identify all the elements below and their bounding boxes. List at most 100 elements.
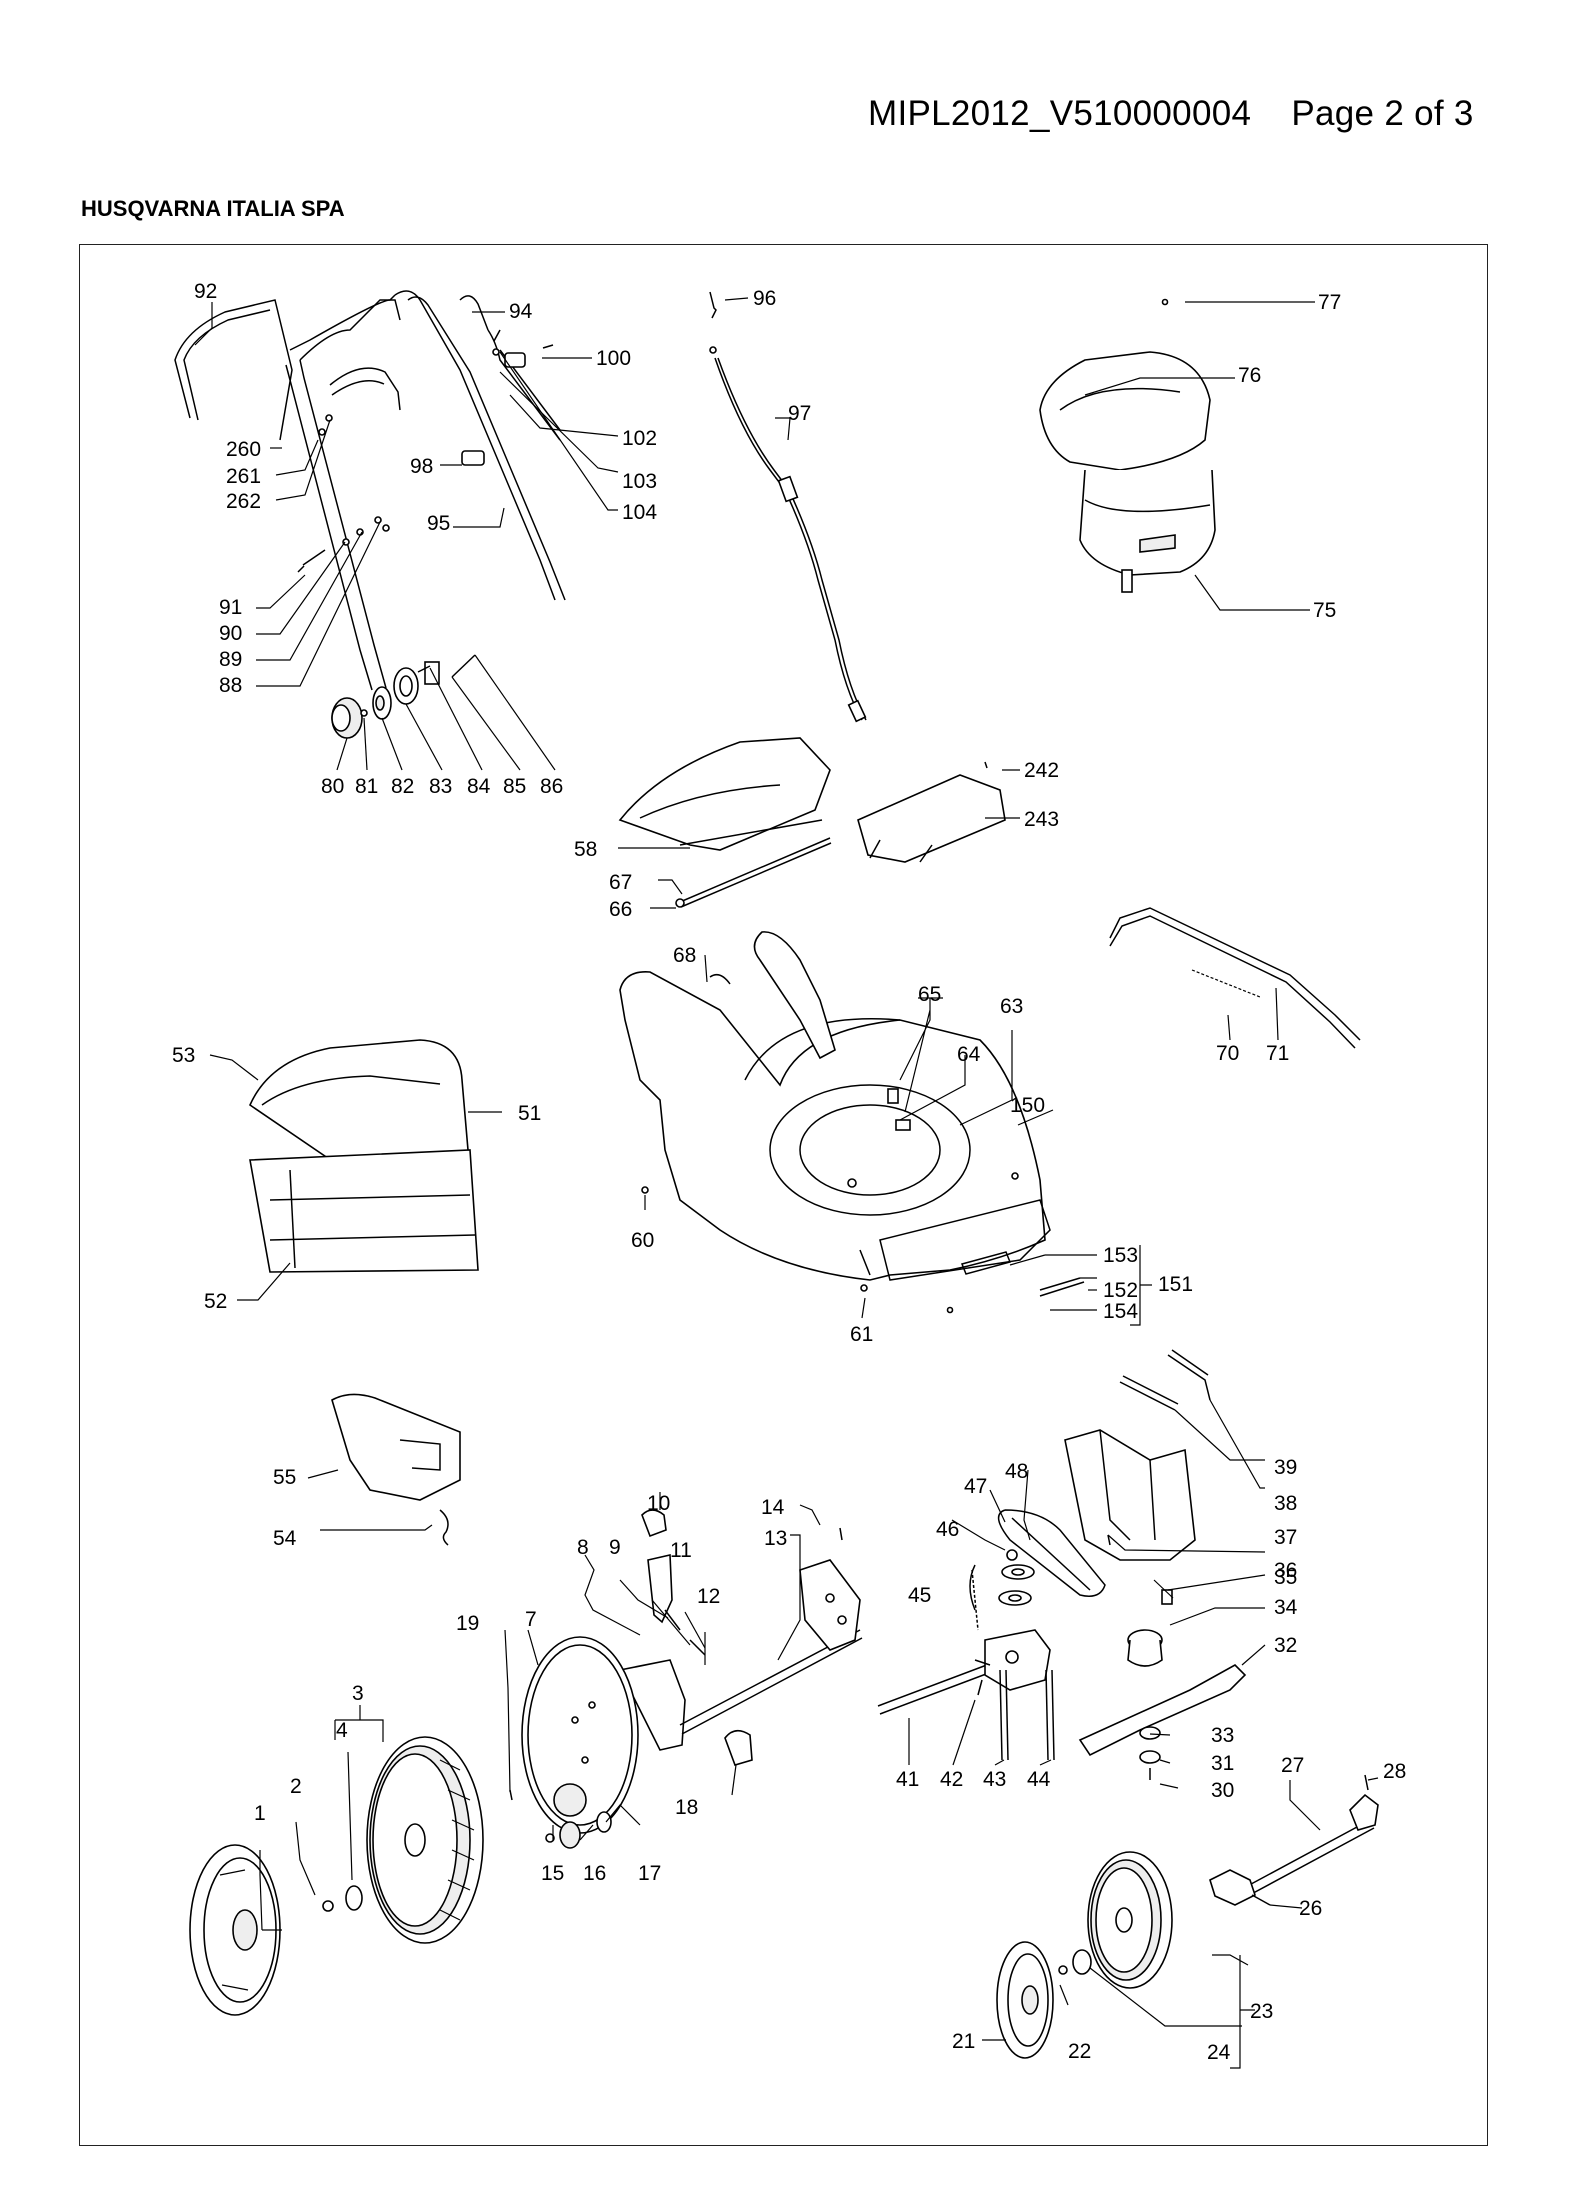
part-label-36: 36 [1274,1559,1297,1582]
part-label-152: 152 [1103,1279,1138,1302]
height-bar-drawing [709,907,1361,1049]
part-label-30: 30 [1211,1779,1234,1802]
part-label-16: 16 [583,1862,606,1885]
part-label-18: 18 [675,1796,698,1819]
part-label-41: 41 [896,1768,919,1791]
part-label-86: 86 [540,775,563,798]
part-label-65: 65 [918,983,941,1006]
part-label-46: 46 [936,1518,959,1541]
part-label-97: 97 [788,402,811,425]
part-label-37: 37 [1274,1526,1297,1549]
part-label-154: 154 [1103,1300,1138,1323]
part-label-104: 104 [622,501,657,524]
rear-axle-drawing [1209,1774,1379,1906]
part-label-89: 89 [219,648,242,671]
part-label-21: 21 [952,2030,975,2053]
part-label-71: 71 [1266,1042,1289,1065]
part-label-47: 47 [964,1475,987,1498]
part-label-76: 76 [1238,364,1261,387]
mower-deck-drawing [619,931,1085,1314]
part-label-9: 9 [609,1536,621,1559]
part-label-52: 52 [204,1290,227,1313]
part-label-92: 92 [194,280,217,303]
part-label-61: 61 [850,1323,873,1346]
part-label-23: 23 [1250,2000,1273,2023]
part-label-58: 58 [574,838,597,861]
engine-drawing [1039,298,1216,593]
part-label-90: 90 [219,622,242,645]
drive-cable-drawing [709,291,867,723]
part-label-11: 11 [670,1539,692,1562]
part-label-68: 68 [673,944,696,967]
part-label-98: 98 [410,455,433,478]
part-label-26: 26 [1299,1897,1322,1920]
part-label-150: 150 [1010,1094,1045,1117]
part-label-19: 19 [456,1612,479,1635]
document-header: MIPL2012_V510000004 Page 2 of 3 [868,94,1474,134]
company-name: HUSQVARNA ITALIA SPA [81,196,345,221]
part-label-13: 13 [764,1527,787,1550]
part-label-55: 55 [273,1466,296,1489]
part-label-88: 88 [219,674,242,697]
part-label-33: 33 [1211,1724,1234,1747]
part-label-94: 94 [509,300,533,323]
part-label-15: 15 [541,1862,564,1885]
part-label-4: 4 [336,1719,348,1742]
part-label-243: 243 [1024,808,1059,831]
part-label-42: 42 [940,1768,963,1791]
part-label-85: 85 [503,775,526,798]
part-label-67: 67 [609,871,632,894]
part-label-91: 91 [219,596,242,619]
part-label-261: 261 [226,465,261,488]
part-label-151: 151 [1158,1273,1193,1296]
part-label-43: 43 [983,1768,1006,1791]
part-label-32: 32 [1274,1634,1297,1657]
diagram-frame [79,244,1488,2146]
part-label-22: 22 [1068,2040,1091,2063]
part-label-10: 10 [647,1492,670,1515]
part-label-84: 84 [467,775,491,798]
part-label-38: 38 [1274,1492,1297,1515]
grass-bag-drawing [248,1039,479,1273]
part-label-70: 70 [1216,1042,1239,1065]
front-wheel-drawing [996,1851,1173,2059]
part-label-51: 51 [518,1102,541,1125]
leader-lines [194,297,1379,2069]
part-label-35: 35 [1274,1566,1297,1589]
gearbox-drawing [877,1509,1106,1761]
part-label-103: 103 [622,470,657,493]
height-adjuster-drawing [579,1509,863,1766]
part-label-64: 64 [957,1043,981,1066]
part-label-66: 66 [609,898,632,921]
part-number-labels: 92 94 96 77 100 97 76 260 261 262 102 98… [172,280,1406,2064]
part-label-39: 39 [1274,1456,1297,1479]
part-label-81: 81 [355,775,378,798]
handle-assembly-drawing [174,290,566,739]
page-indicator: Page 2 of 3 [1291,94,1474,133]
part-label-7: 7 [525,1608,537,1631]
part-label-82: 82 [391,775,414,798]
part-label-28: 28 [1383,1760,1406,1783]
part-label-100: 100 [596,347,631,370]
part-label-14: 14 [761,1496,785,1519]
document-ref: MIPL2012_V510000004 [868,94,1252,133]
part-label-48: 48 [1005,1460,1028,1483]
blade-assembly-drawing [1064,1349,1247,1780]
part-label-95: 95 [427,512,450,535]
part-label-24: 24 [1207,2041,1231,2064]
part-label-102: 102 [622,427,657,450]
part-label-53: 53 [172,1044,195,1067]
rear-wheel-drawing [189,1636,639,2016]
part-label-27: 27 [1281,1754,1304,1777]
part-label-83: 83 [429,775,452,798]
part-label-80: 80 [321,775,344,798]
part-label-2: 2 [290,1775,302,1798]
part-label-63: 63 [1000,995,1023,1018]
part-label-8: 8 [577,1536,589,1559]
part-label-262: 262 [226,490,261,513]
part-label-17: 17 [638,1862,661,1885]
part-label-260: 260 [226,438,261,461]
part-label-12: 12 [697,1585,720,1608]
part-label-31: 31 [1211,1752,1234,1775]
